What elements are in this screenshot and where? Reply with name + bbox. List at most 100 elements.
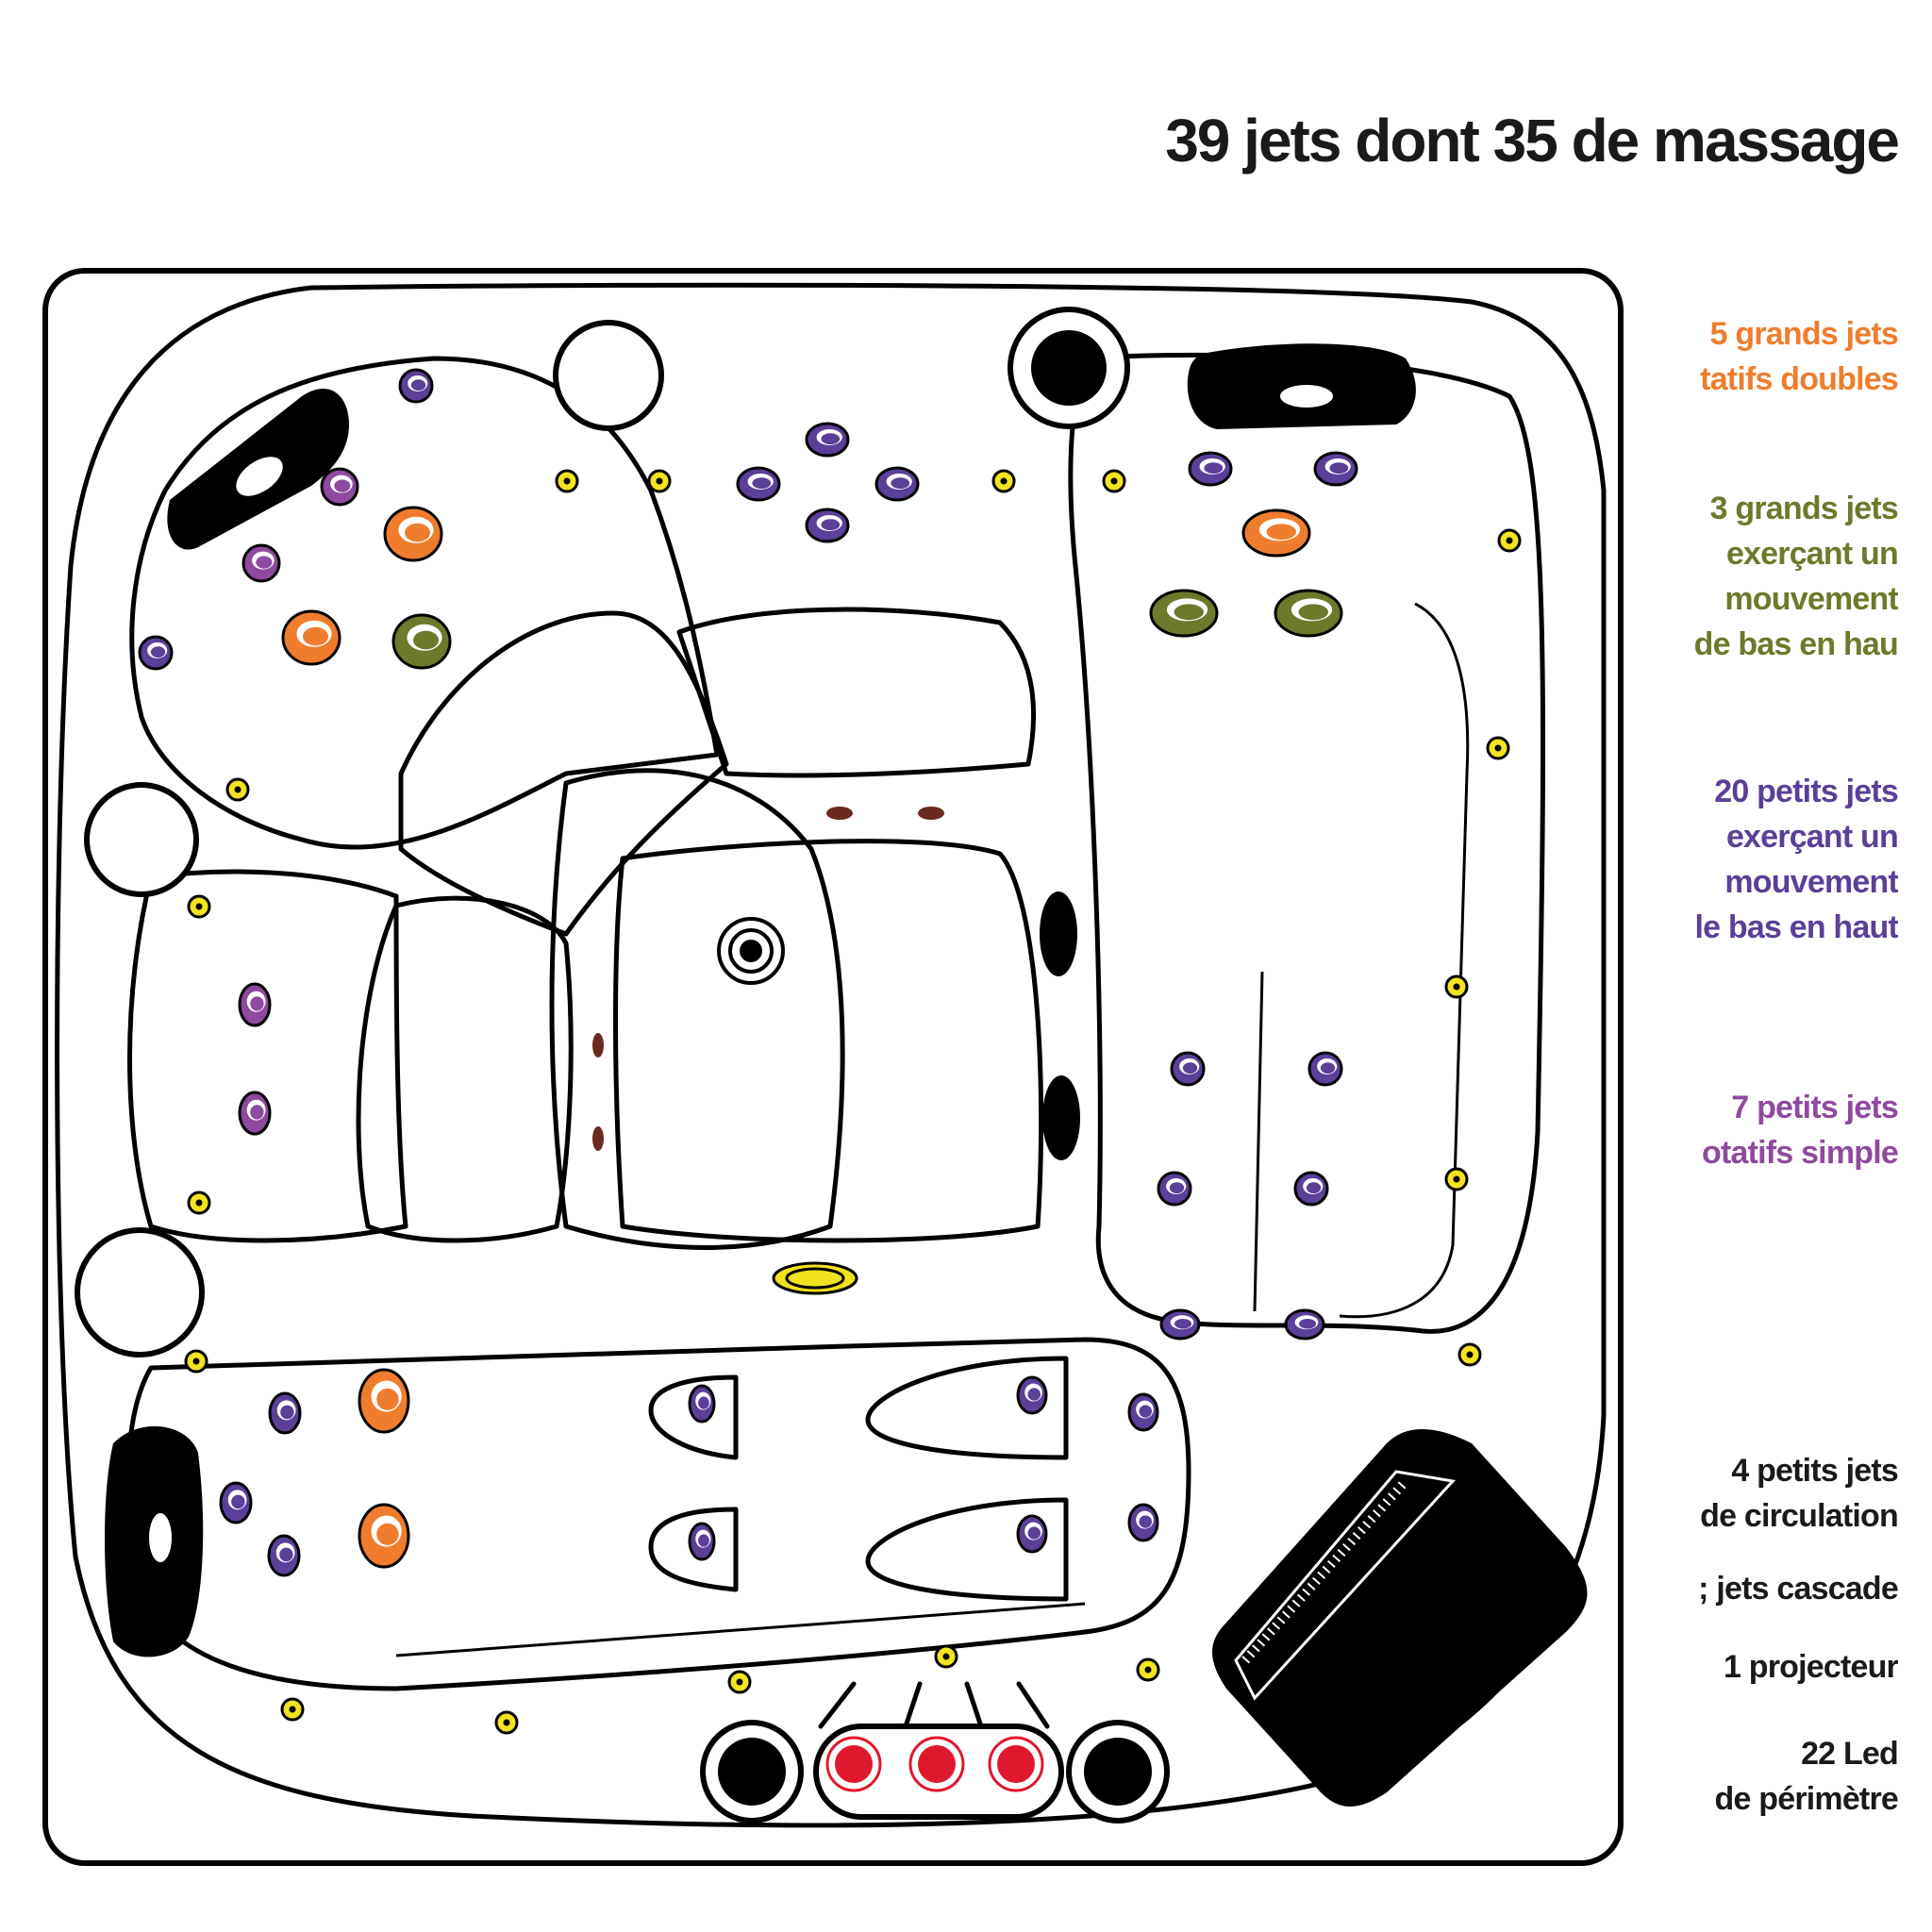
led-5-dot: [1506, 537, 1513, 544]
legend-line: otatifs simple: [1702, 1135, 1898, 1171]
footwell-inner: [613, 839, 1044, 1243]
foot-pocket-1: [648, 1374, 739, 1460]
jet-petit-bas-haut-19-center: [698, 1534, 709, 1547]
foot-pocket-3: [865, 1356, 1069, 1460]
jet-petit-bas-haut-18-center: [698, 1396, 709, 1409]
jet-petit-bas-haut-10-center: [1320, 1062, 1336, 1074]
jet-cascade-3-core: [997, 1745, 1035, 1783]
jet-circulation-4: [592, 1126, 604, 1151]
jet-petit-bas-haut-11-center: [1169, 1182, 1185, 1194]
lounger-right-inner: [1339, 602, 1470, 1319]
legend-line: 3 grands jets: [1709, 491, 1898, 526]
legend-line: exerçant un: [1725, 536, 1898, 572]
jet-grand-bas-haut-1-center: [413, 630, 439, 650]
jet-petit-bas-haut-1-center: [410, 379, 426, 391]
led-15-dot: [736, 1678, 743, 1686]
legend-entry-6: ; jets cascade: [1653, 1566, 1898, 1611]
led-3-dot: [1000, 477, 1008, 485]
jet-petit-bas-haut-4-center: [752, 477, 772, 490]
foot-pocket-4: [865, 1497, 1069, 1602]
filter-skimmer: [1212, 1429, 1588, 1807]
jet-petit-bas-haut-13-center: [1174, 1319, 1191, 1329]
led-4-dot: [1110, 477, 1118, 485]
jet-petit-bas-haut-17-center: [279, 1547, 293, 1562]
legend-line: de périmètre: [1714, 1781, 1898, 1817]
pillar-left-1: [84, 782, 199, 897]
jet-petit-bas-haut-7-center: [1204, 462, 1224, 475]
jet-petit-bas-haut-6-center: [821, 519, 841, 531]
legend-line: tatifs doubles: [1700, 361, 1898, 397]
legend-line: 20 petits jets: [1714, 774, 1898, 809]
jet-rotatif-simple-1-center: [334, 479, 351, 492]
jet-petit-bas-haut-22-center: [1027, 1526, 1041, 1540]
led-11-dot: [1453, 1175, 1460, 1183]
spa-outer-shell: [42, 268, 1624, 1866]
jet-rotatif-double-2-center: [303, 626, 328, 646]
led-12-dot: [192, 1357, 200, 1365]
headrest-top-left: [167, 388, 349, 550]
pillar-left-2: [75, 1227, 205, 1357]
jet-cascade-2-core: [918, 1745, 956, 1783]
legend-line: 5 grands jets: [1709, 316, 1898, 352]
seat-cushion-2: [676, 607, 1037, 778]
legend-line: le bas en haut: [1694, 909, 1898, 945]
jet-petit-bas-haut-5-center: [891, 477, 910, 490]
legend-entry-1: 5 grands jets tatifs doubles: [1653, 311, 1898, 402]
lounger-right: [1068, 352, 1546, 1334]
jet-petit-bas-haut-16-center: [231, 1494, 245, 1509]
jet-circulation-3: [592, 1033, 604, 1058]
jet-rotatif-double-4-center: [376, 1388, 399, 1410]
led-8-dot: [195, 903, 203, 910]
jet-petit-bas-haut-15-center: [280, 1405, 294, 1420]
pillar-top-2-core: [1031, 330, 1107, 406]
legend-line: mouvement: [1724, 581, 1898, 617]
jet-rotatif-simple-4-center: [250, 1105, 264, 1120]
legend-line: 1 projecteur: [1723, 1649, 1898, 1685]
jet-rotatif-double-5-center: [376, 1523, 399, 1545]
led-2-dot: [656, 477, 663, 485]
jet-petit-bas-haut-2-center: [150, 646, 166, 658]
legend-entry-7: 1 projecteur: [1653, 1644, 1898, 1690]
seat-corner-top-left: [129, 356, 720, 850]
jet-petit-bas-haut-3-center: [821, 433, 841, 445]
drain-core: [740, 940, 762, 962]
jet-circulation-1: [826, 807, 853, 820]
headrest-top-right: [1187, 343, 1416, 429]
led-16-dot: [1144, 1666, 1152, 1674]
cascade-channels: [818, 1681, 1050, 1729]
jet-petit-bas-haut-9-center: [1182, 1062, 1198, 1074]
suction-2: [1042, 1075, 1080, 1160]
jet-rotatif-simple-3-center: [250, 996, 264, 1011]
legend-line: de circulation: [1700, 1498, 1898, 1534]
jet-petit-bas-haut-21-center: [1139, 1405, 1152, 1418]
jet-grand-bas-haut-3-center: [1298, 604, 1328, 621]
jet-petit-bas-haut-14-center: [1299, 1319, 1316, 1329]
jet-petit-bas-haut-12-center: [1306, 1182, 1322, 1194]
jet-petit-bas-haut-20-center: [1027, 1388, 1041, 1401]
led-13-dot: [1466, 1351, 1474, 1358]
led-6-dot: [1494, 744, 1502, 752]
jet-grand-bas-haut-2-center: [1174, 604, 1204, 621]
spa-tub-contour: [55, 282, 1607, 1828]
led-17-dot: [503, 1719, 510, 1726]
jet-rotatif-double-1-center: [405, 523, 430, 542]
seat-left: [127, 869, 408, 1243]
lounger-right-divider: [1253, 971, 1264, 1312]
legend-entry-4: 7 petits jets otatifs simple: [1653, 1085, 1898, 1175]
legend-entry-2: 3 grands jets exerçant un mouvement de bas …: [1653, 486, 1898, 667]
legend-line: 7 petits jets: [1731, 1090, 1898, 1125]
legend-line: de bas en hau: [1693, 626, 1898, 662]
pillar-bottom-1-core: [718, 1738, 786, 1806]
jet-cascade-1-core: [835, 1745, 873, 1783]
lounger-bottom-inner: [395, 1602, 1086, 1657]
led-14-dot: [942, 1653, 950, 1660]
jet-circulation-2: [918, 807, 944, 820]
pillar-top-1: [553, 320, 664, 431]
seat-cushion-3: [356, 895, 574, 1243]
legend-line: ; jets cascade: [1698, 1571, 1898, 1607]
footwell: [549, 768, 845, 1250]
headrest-bottom-left: [105, 1425, 204, 1657]
page-title: 39 jets dont 35 de massage: [1165, 107, 1900, 175]
